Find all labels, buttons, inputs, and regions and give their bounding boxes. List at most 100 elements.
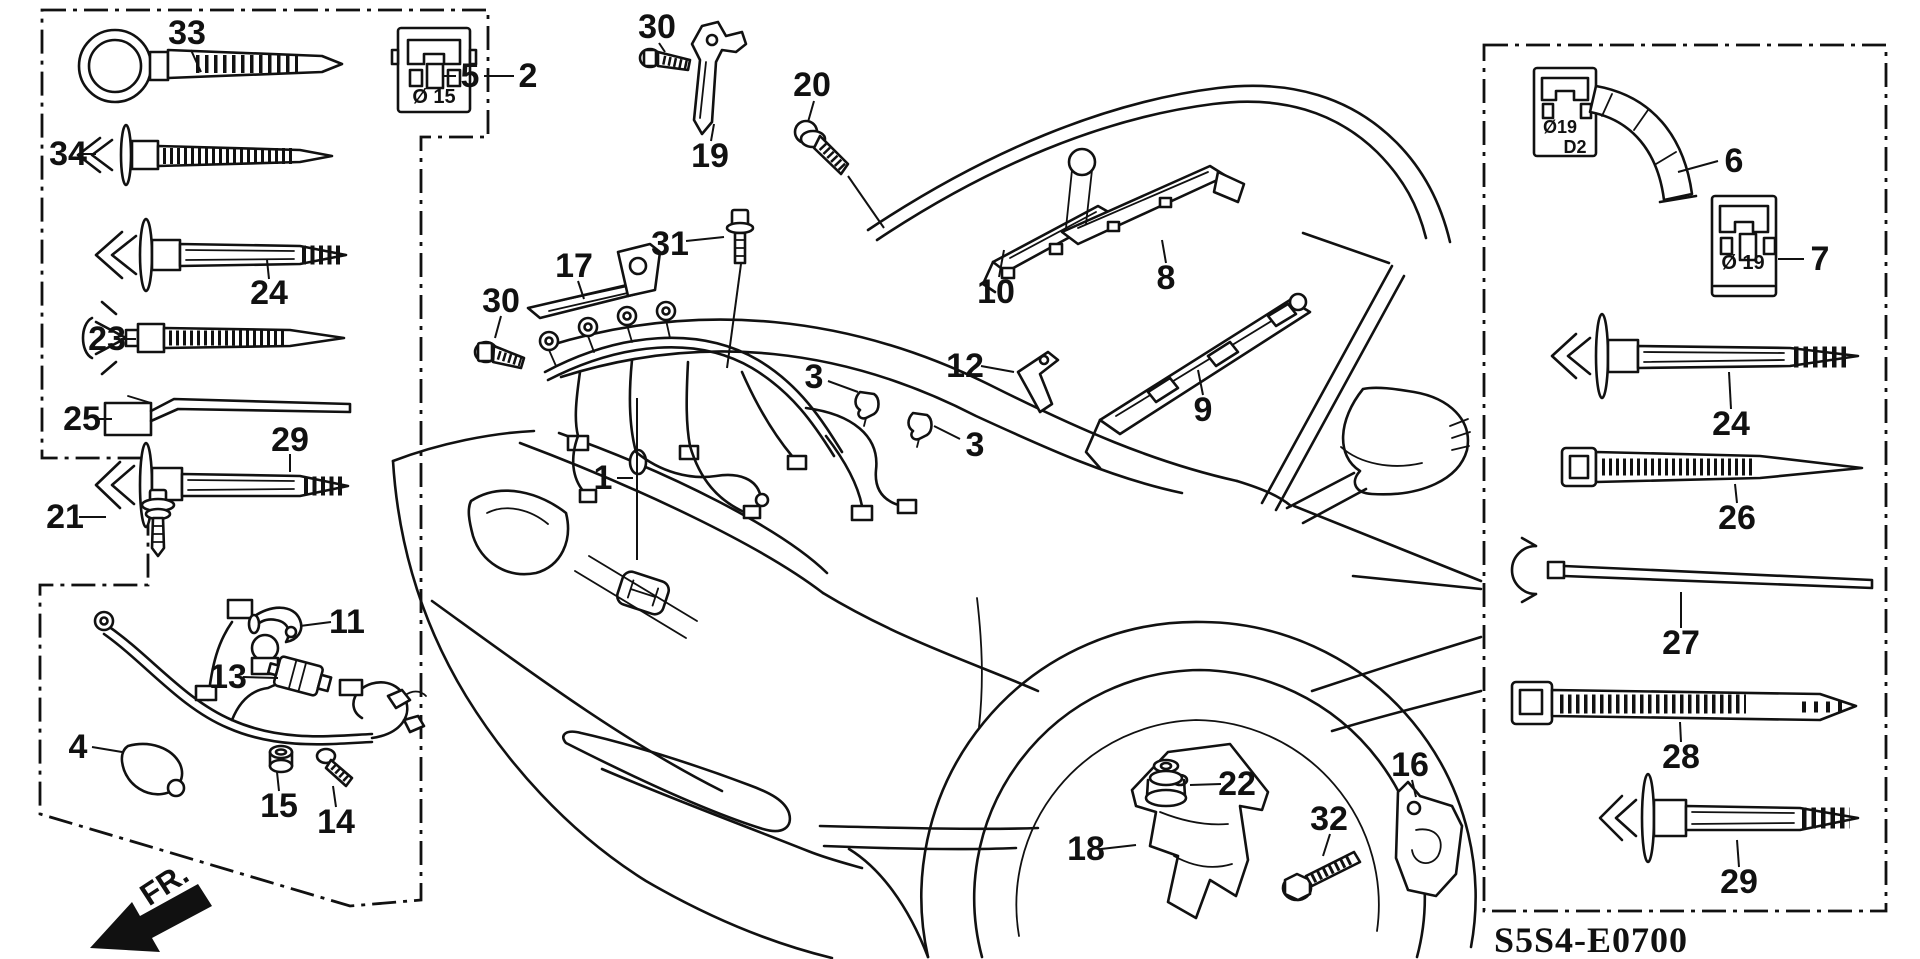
part-34-clip-band bbox=[76, 123, 334, 187]
callout-16-32: 16 bbox=[1391, 746, 1429, 784]
leader-line-22 bbox=[1189, 783, 1222, 786]
leader-line-10 bbox=[998, 249, 1005, 278]
leader-line-20 bbox=[807, 100, 815, 123]
leader-line-20 bbox=[847, 175, 885, 229]
part-33-tube-band bbox=[77, 28, 344, 104]
callout-3-16: 3 bbox=[805, 358, 824, 396]
leader-lines bbox=[79, 42, 1804, 868]
part-27-hook-rod bbox=[1510, 536, 1874, 604]
zone-boxes bbox=[38, 8, 1888, 913]
part-17-slide-bracket bbox=[526, 242, 662, 320]
right-zone-box bbox=[1482, 43, 1888, 913]
callout-30-14: 30 bbox=[482, 282, 520, 320]
callout-13-34: 13 bbox=[209, 658, 247, 696]
part-4-sub-harness bbox=[93, 598, 427, 798]
diameter-annotation-1: Ø19 bbox=[1543, 117, 1577, 137]
leader-line-11 bbox=[299, 621, 332, 627]
leader-line-28 bbox=[1679, 721, 1682, 743]
part-22-grommet bbox=[1144, 758, 1188, 808]
part-25-wire-holder bbox=[103, 395, 352, 437]
part-7-connector-holder bbox=[1710, 194, 1778, 298]
part-29-clip-band-right bbox=[1598, 772, 1860, 864]
leader-line-24 bbox=[1728, 371, 1732, 410]
part-15-nut bbox=[268, 744, 294, 774]
part-24-clip-band-left bbox=[94, 217, 348, 293]
part-3-harness-clip-2 bbox=[907, 411, 933, 448]
part-30-bolt-a bbox=[638, 47, 692, 72]
callout-5-1: 5 bbox=[461, 57, 480, 95]
part-8-harness-holder bbox=[1060, 147, 1246, 246]
callout-24-4: 24 bbox=[250, 274, 288, 312]
leader-line-24 bbox=[266, 259, 270, 280]
callout-30-9: 30 bbox=[638, 8, 676, 46]
part-3-harness-clip bbox=[854, 390, 880, 427]
leader-line-15 bbox=[276, 771, 280, 792]
diameter-annotation-2: D2 bbox=[1563, 137, 1586, 157]
callout-23-5: 23 bbox=[88, 320, 126, 358]
diameter-annotation-0: Ø 15 bbox=[412, 86, 455, 108]
fr-direction-arrow-icon bbox=[90, 884, 212, 952]
callout-11-33: 11 bbox=[329, 603, 365, 641]
wheel-arch bbox=[920, 620, 1477, 959]
callout-17-13: 17 bbox=[555, 247, 593, 285]
callout-24-24: 24 bbox=[1712, 405, 1750, 443]
part-29-clip-band-left bbox=[94, 441, 350, 529]
part-28-cable-tie bbox=[1510, 680, 1858, 726]
headlight bbox=[467, 489, 570, 576]
callout-32-31: 32 bbox=[1310, 800, 1348, 838]
callout-29-28: 29 bbox=[1720, 863, 1758, 901]
leader-line-9 bbox=[1197, 369, 1204, 396]
part-32-bolt bbox=[1281, 850, 1362, 902]
callout-1-15: 1 bbox=[594, 459, 613, 497]
leader-line-17 bbox=[577, 280, 585, 300]
callout-6-22: 6 bbox=[1725, 142, 1744, 180]
part-30-bolt-b bbox=[473, 340, 526, 370]
part-6-connector-holder bbox=[1532, 66, 1698, 204]
callout-2-2: 2 bbox=[519, 57, 538, 95]
callout-15-36: 15 bbox=[260, 787, 298, 825]
callout-33-0: 33 bbox=[168, 14, 206, 52]
leader-line-13 bbox=[242, 676, 279, 679]
leader-line-18 bbox=[1100, 844, 1137, 850]
callout-3-18: 3 bbox=[966, 426, 985, 464]
fr-direction-indicator: FR. bbox=[90, 856, 212, 952]
leader-line-4 bbox=[91, 746, 123, 753]
leader-line-8 bbox=[1161, 239, 1167, 264]
leader-line-26 bbox=[1734, 483, 1738, 504]
car-outline bbox=[391, 84, 1483, 959]
leader-line-14 bbox=[332, 785, 337, 808]
part-9-harness-holder bbox=[1084, 292, 1312, 470]
leader-line-6 bbox=[1677, 160, 1719, 173]
part-24-clip-band-right bbox=[1550, 312, 1860, 400]
bumper-intake bbox=[562, 730, 792, 833]
coil-connectors bbox=[538, 300, 677, 367]
part-12-bracket bbox=[1016, 350, 1060, 414]
callout-14-37: 14 bbox=[317, 803, 355, 841]
part-13-connector bbox=[266, 655, 333, 697]
part-11-elbow-boot bbox=[247, 606, 303, 644]
part-1-engine-wire-harness bbox=[538, 300, 918, 522]
left-zone-box bbox=[38, 8, 490, 908]
leader-line-12 bbox=[980, 365, 1015, 373]
leader-line-19 bbox=[710, 123, 715, 142]
leader-line-32 bbox=[1322, 833, 1331, 857]
part-4-boot bbox=[120, 742, 184, 796]
leader-line-30 bbox=[494, 315, 502, 339]
part-5-connector-holder bbox=[390, 26, 478, 114]
leader-line-29 bbox=[1736, 839, 1740, 868]
part-31-bolt bbox=[725, 208, 755, 265]
part-16-bracket bbox=[1394, 780, 1464, 898]
callout-31-12: 31 bbox=[651, 225, 689, 263]
callout-25-6: 25 bbox=[63, 400, 101, 438]
leader-line-16 bbox=[1411, 779, 1417, 798]
leader-line-3 bbox=[827, 380, 859, 393]
callout-34-3: 34 bbox=[49, 135, 87, 173]
leader-line-3 bbox=[933, 425, 961, 440]
callout-8-20: 8 bbox=[1157, 259, 1176, 297]
part-20-bolt bbox=[793, 119, 850, 176]
callout-28-27: 28 bbox=[1662, 738, 1700, 776]
side-mirror bbox=[1341, 386, 1470, 496]
